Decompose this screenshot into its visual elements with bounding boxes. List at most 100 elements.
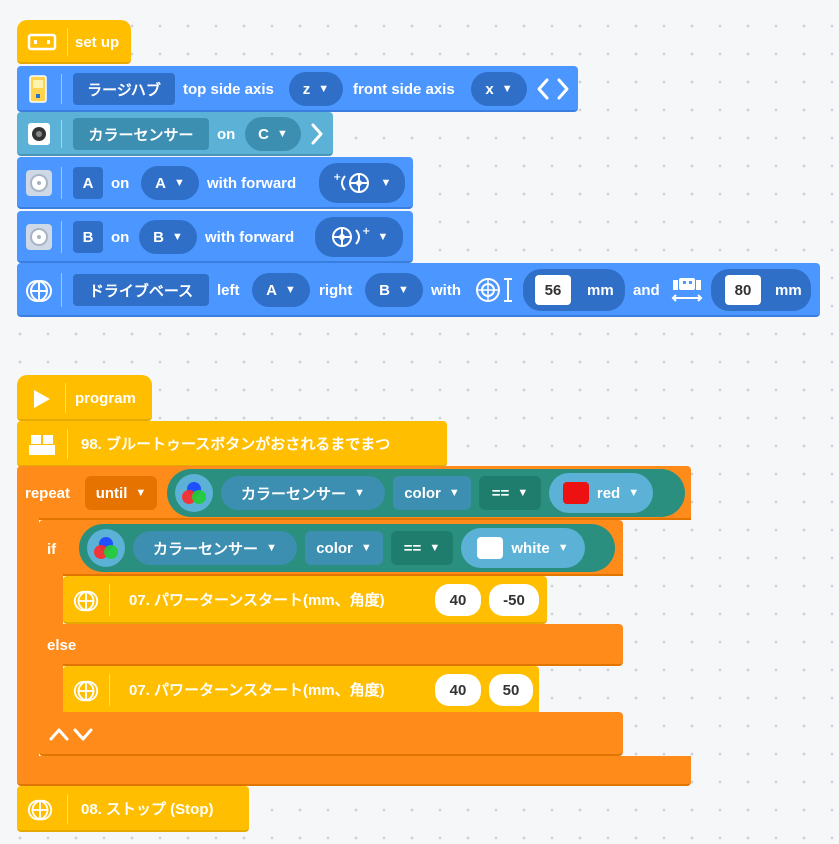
wait-bluetooth-block[interactable]: 98. ブルートゥースボタンがおされるまでまつ [17, 421, 447, 467]
if-else-block[interactable]: if カラーセンサー▼ color▼ ==▼ white ▼ [39, 520, 623, 576]
stop-label: 08. ストップ (Stop) [81, 801, 214, 818]
collapse-expand-icon[interactable] [533, 74, 573, 104]
if-sensor-dropdown[interactable]: カラーセンサー▼ [133, 531, 297, 565]
svg-text:+: + [362, 226, 370, 237]
repeat-until-block[interactable]: repeat until▼ カラーセンサー▼ color▼ ==▼ red ▼ [17, 466, 691, 520]
chevron-down-icon: ▼ [557, 542, 569, 554]
on-label: on [111, 175, 130, 192]
program-hat-block[interactable]: program [17, 375, 152, 421]
motor-b-port-dropdown[interactable]: B▼ [139, 220, 197, 254]
setup-hat-block[interactable]: set up [17, 20, 131, 64]
motor-b-name-field[interactable]: B [73, 221, 103, 253]
hub-name-field[interactable]: ラージハブ [73, 73, 175, 105]
svg-text:+: + [333, 172, 341, 183]
unit-mm-label: mm [587, 281, 614, 299]
motor-a-setup-block[interactable]: A on A▼ with forward + ▼ [17, 157, 413, 209]
angle-arg-input[interactable]: 50 [489, 674, 533, 706]
motor-a-direction-dropdown[interactable]: + ▼ [319, 163, 405, 203]
chevron-down-icon: ▼ [517, 487, 529, 499]
if-operator-dropdown[interactable]: ==▼ [391, 531, 453, 565]
play-icon [27, 385, 55, 413]
motor-b-direction-dropdown[interactable]: + ▼ [315, 217, 403, 257]
large-hub-icon [27, 74, 49, 104]
chevron-down-icon: ▼ [266, 542, 277, 554]
repeat-label: repeat [25, 485, 71, 502]
right-label: right [319, 282, 353, 299]
chevron-down-icon: ▼ [171, 231, 183, 243]
chevron-down-icon: ▼ [501, 83, 513, 95]
if-block-arm [39, 574, 63, 626]
with-label: with [431, 282, 461, 299]
wait-bluetooth-label: 98. ブルートゥースボタンがおされるまでまつ [81, 436, 391, 453]
wheel-diameter-field[interactable]: 56 mm [523, 269, 625, 311]
repeat-condition[interactable]: カラーセンサー▼ color▼ ==▼ red ▼ [167, 469, 685, 517]
else-block-arm [39, 664, 63, 714]
with-forward-label: with forward [205, 229, 295, 246]
if-label: if [47, 541, 57, 558]
hub-setup-icon [25, 30, 59, 54]
wheel-spacing-icon [667, 273, 707, 307]
else-section: else [39, 624, 623, 666]
motor-icon [23, 167, 55, 199]
else-label: else [47, 637, 77, 654]
power-turn-start-block-then[interactable]: 07. パワーターンスタート(mm、角度) 40 -50 [63, 576, 547, 624]
if-property-dropdown[interactable]: color▼ [305, 531, 383, 565]
drivebase-icon [23, 275, 55, 307]
add-remove-branch-icon[interactable] [45, 722, 97, 746]
clockwise-wheel-icon: + [330, 225, 370, 249]
on-label: on [111, 229, 130, 246]
chevron-down-icon: ▼ [377, 231, 389, 243]
top-axis-dropdown[interactable]: z▼ [289, 72, 343, 106]
left-port-dropdown[interactable]: A▼ [252, 273, 310, 307]
front-axis-dropdown[interactable]: x▼ [471, 72, 527, 106]
expand-icon[interactable] [307, 120, 327, 148]
color-sensor-name-field[interactable]: カラーセンサー [73, 118, 209, 150]
my-block-icon [25, 430, 59, 458]
motor-a-port-dropdown[interactable]: A▼ [141, 166, 199, 200]
wheel-diameter-icon [473, 275, 519, 305]
drivebase-setup-block[interactable]: ドライブベース left A▼ right B▼ with 56 mm and … [17, 263, 820, 317]
color-sensor-rgb-icon [87, 529, 125, 567]
power-turn-start-block-else[interactable]: 07. パワーターンスタート(mm、角度) 40 50 [63, 666, 539, 714]
drivebase-icon [71, 676, 101, 706]
setup-hat-label: set up [75, 34, 120, 51]
repeat-operator-dropdown[interactable]: ==▼ [479, 476, 541, 510]
repeat-property-dropdown[interactable]: color▼ [393, 476, 471, 510]
wheel-spacing-input[interactable]: 80 [725, 275, 761, 305]
repeat-block-arm [17, 518, 39, 758]
stop-block[interactable]: 08. ストップ (Stop) [17, 786, 249, 832]
angle-arg-input[interactable]: -50 [489, 584, 539, 616]
repeat-sensor-dropdown[interactable]: カラーセンサー▼ [221, 476, 385, 510]
motor-a-name-field[interactable]: A [73, 167, 103, 199]
repeat-block-footer [17, 756, 691, 786]
color-swatch-white [477, 537, 504, 559]
repeat-color-dropdown[interactable]: red ▼ [549, 473, 653, 513]
left-label: left [217, 282, 240, 299]
motor-b-setup-block[interactable]: B on B▼ with forward + ▼ [17, 211, 413, 263]
color-sensor-rgb-icon [175, 474, 213, 512]
if-else-footer [39, 712, 623, 756]
distance-arg-input[interactable]: 40 [435, 584, 481, 616]
if-condition[interactable]: カラーセンサー▼ color▼ ==▼ white ▼ [79, 524, 615, 572]
color-sensor-setup-block[interactable]: カラーセンサー on C▼ [17, 112, 333, 156]
wheel-diameter-input[interactable]: 56 [535, 275, 571, 305]
drivebase-icon [71, 586, 101, 616]
chevron-down-icon: ▼ [354, 487, 365, 499]
drivebase-name-field[interactable]: ドライブベース [73, 274, 209, 306]
power-turn-start-label: 07. パワーターンスタート(mm、角度) [129, 682, 385, 699]
distance-arg-input[interactable]: 40 [435, 674, 481, 706]
top-side-axis-label: top side axis [183, 81, 274, 98]
and-label: and [633, 282, 660, 299]
repeat-mode-dropdown[interactable]: until▼ [85, 476, 157, 510]
hub-setup-block[interactable]: ラージハブ top side axis z▼ front side axis x… [17, 66, 578, 112]
motor-icon [23, 221, 55, 253]
sensor-port-dropdown[interactable]: C▼ [245, 117, 301, 151]
right-port-dropdown[interactable]: B▼ [365, 273, 423, 307]
chevron-down-icon: ▼ [380, 177, 392, 189]
with-forward-label: with forward [207, 175, 297, 192]
chevron-down-icon: ▼ [360, 542, 372, 554]
chevron-down-icon: ▼ [276, 128, 288, 140]
wheel-spacing-field[interactable]: 80 mm [711, 269, 811, 311]
chevron-down-icon: ▼ [284, 284, 296, 296]
if-color-dropdown[interactable]: white ▼ [461, 528, 585, 568]
